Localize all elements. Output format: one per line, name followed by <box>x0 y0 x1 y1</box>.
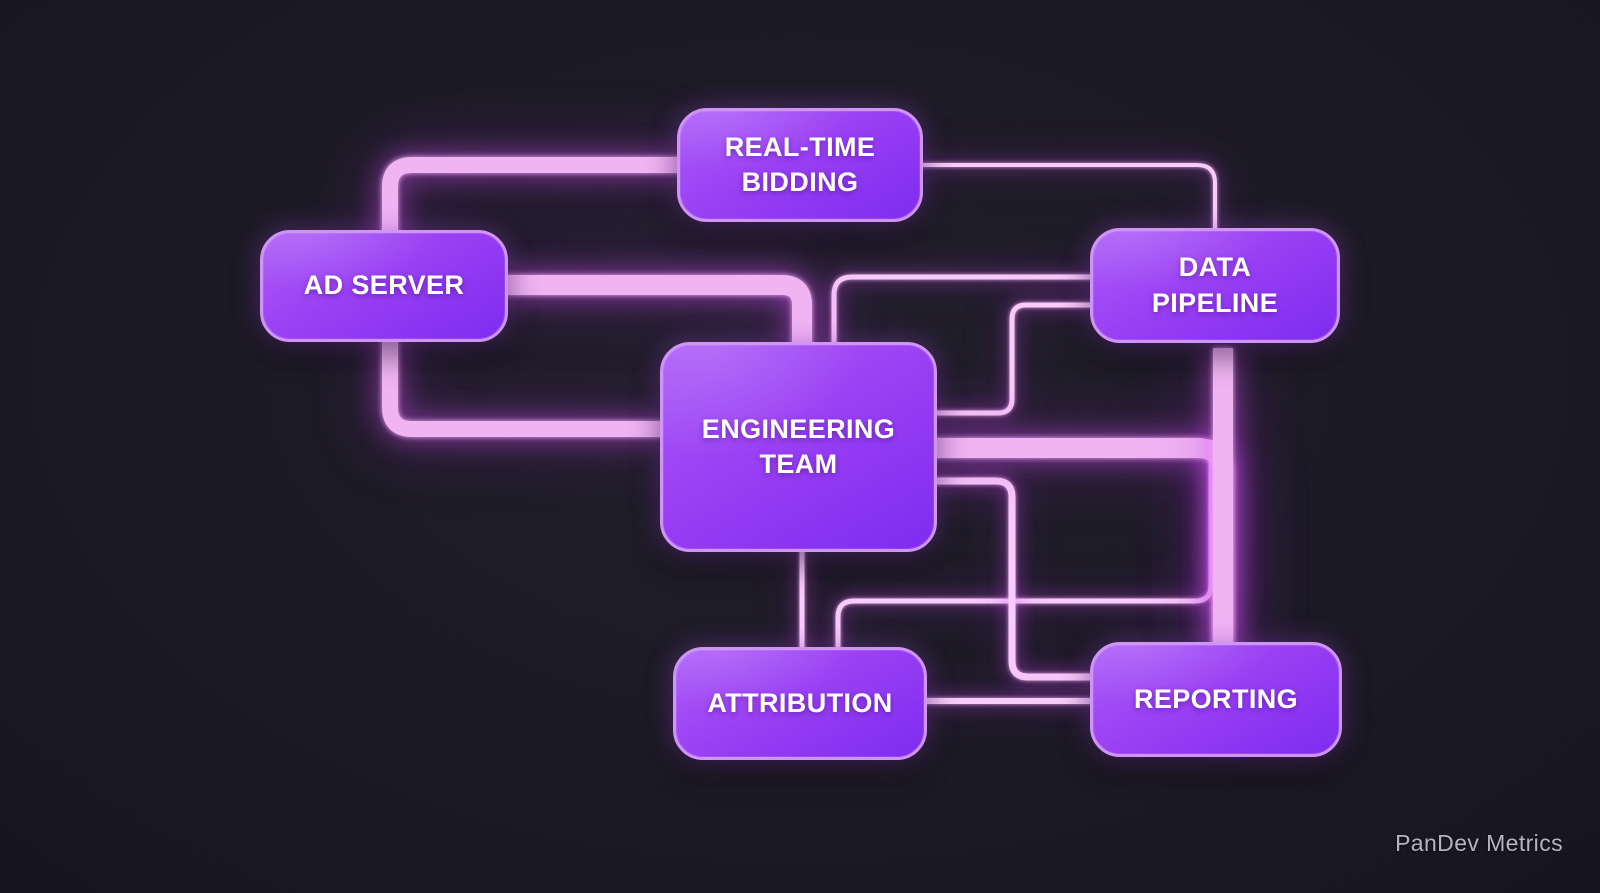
edge-attribution__data-pipeline-junction <box>835 458 1214 652</box>
edge-group-thick <box>382 157 1233 648</box>
node-engineering-team: ENGINEERING TEAM <box>660 342 937 552</box>
node-attribution: ATTRIBUTION <box>673 647 927 760</box>
node-ad-server: AD SERVER <box>260 230 508 342</box>
node-engineering-team-label: ENGINEERING TEAM <box>701 413 896 479</box>
node-data-pipeline: DATA PIPELINE <box>1090 228 1340 343</box>
node-real-time-bidding: REAL-TIME BIDDING <box>677 108 923 222</box>
edge-engineering-team__data-pipeline-upper <box>831 274 1095 348</box>
node-ad-server-label: AD SERVER <box>303 270 465 301</box>
node-data-pipeline-label: DATA PIPELINE <box>1151 252 1279 318</box>
node-reporting: REPORTING <box>1090 642 1342 757</box>
edge-engineering-team__data-pipeline-lower <box>930 302 1095 416</box>
node-real-time-bidding-label: REAL-TIME BIDDING <box>724 131 876 197</box>
edge-real-time-bidding__data-pipeline <box>918 163 1217 232</box>
edge-ad-server__engineering-team <box>500 275 812 348</box>
edge-group-thin <box>799 163 1217 704</box>
watermark-text: PanDev Metrics <box>1395 830 1563 856</box>
node-attribution-label: ATTRIBUTION <box>707 687 893 718</box>
node-reporting-label: REPORTING <box>1133 683 1299 714</box>
edge-engineering-team__reporting-lower <box>930 477 1095 681</box>
